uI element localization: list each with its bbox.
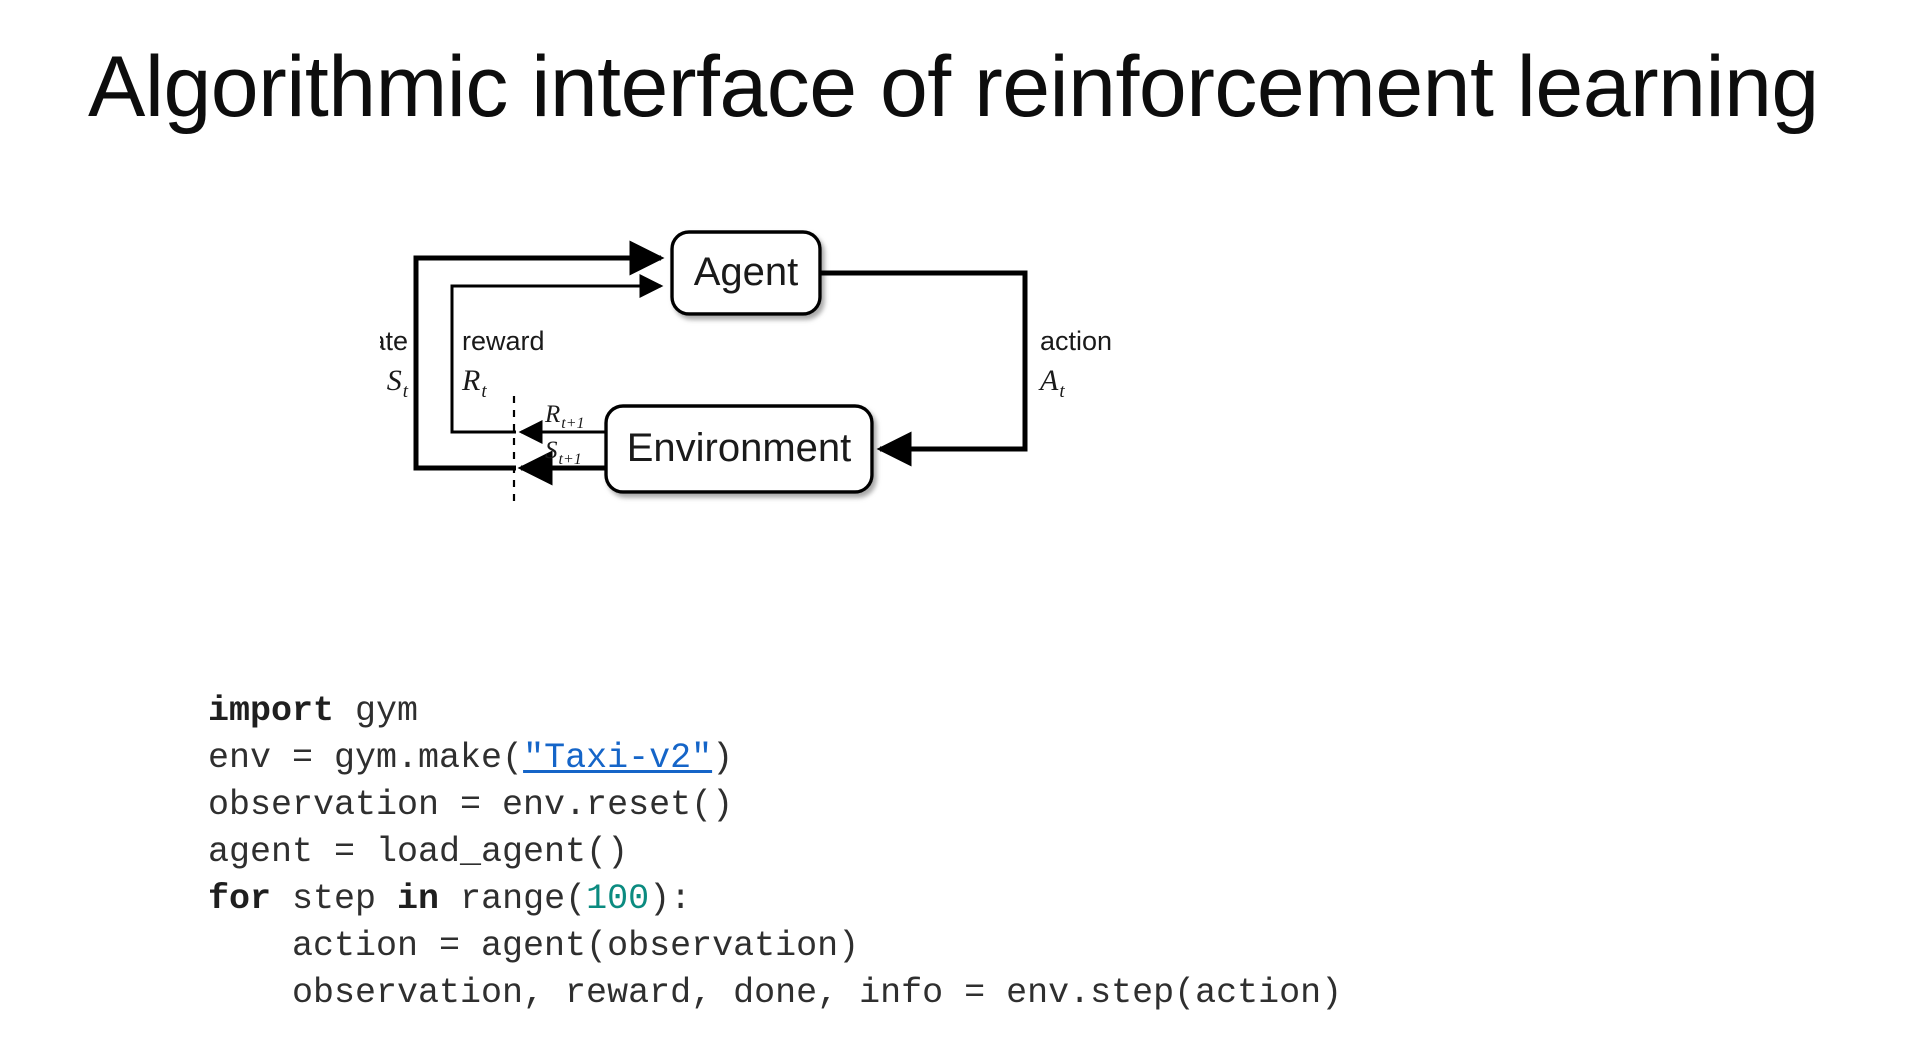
code-token: range(	[439, 879, 587, 919]
agent-node: Agent	[670, 230, 822, 316]
reward-label-group: reward Rt	[461, 326, 545, 402]
code-line: env = gym.make("Taxi-v2")	[208, 735, 1342, 782]
code-token: env = gym.make(	[208, 738, 524, 778]
environment-label: Environment	[627, 426, 852, 470]
code-link[interactable]: "Taxi-v2"	[523, 738, 713, 778]
reward-word-label: reward	[462, 326, 545, 356]
code-token: observation = env.reset()	[208, 785, 734, 825]
code-token: action = agent(observation)	[208, 926, 860, 966]
rl-loop-diagram: Agent Environment state St reward	[380, 200, 1460, 560]
code-line: for step in range(100):	[208, 876, 1342, 923]
environment-box	[604, 404, 874, 494]
code-token: import	[208, 691, 335, 731]
code-line: action = agent(observation)	[208, 923, 1342, 970]
code-token: observation, reward, done, info = env.st…	[208, 973, 1343, 1013]
code-line: observation, reward, done, info = env.st…	[208, 970, 1342, 1017]
code-token: 100	[586, 879, 650, 919]
code-token: step	[271, 879, 398, 919]
action-label-group: action At	[1038, 326, 1112, 402]
state-edge	[413, 240, 665, 471]
code-token: ):	[649, 879, 692, 919]
code-token: agent = load_agent()	[208, 832, 629, 872]
agent-label: Agent	[694, 250, 799, 294]
environment-node: Environment	[604, 404, 874, 494]
state-word-label: state	[380, 326, 408, 356]
reward-symbol-label: Rt	[461, 364, 487, 402]
state-label-group: state St	[380, 326, 409, 402]
next-state-label: St+1	[545, 437, 582, 468]
code-token: gym	[334, 691, 419, 731]
code-line: import gym	[208, 688, 1342, 735]
next-reward-label: Rt+1	[544, 401, 585, 432]
action-symbol-label: At	[1038, 364, 1065, 402]
state-symbol-label: St	[387, 364, 409, 402]
action-word-label: action	[1040, 326, 1112, 356]
reward-edge	[450, 274, 664, 434]
code-line: agent = load_agent()	[208, 829, 1342, 876]
code-token: for	[208, 879, 272, 919]
code-token: )	[712, 738, 734, 778]
code-token: in	[397, 879, 440, 919]
action-edge	[820, 270, 1028, 467]
page-title: Algorithmic interface of reinforcement l…	[88, 39, 1819, 135]
code-line: observation = env.reset()	[208, 782, 1342, 829]
